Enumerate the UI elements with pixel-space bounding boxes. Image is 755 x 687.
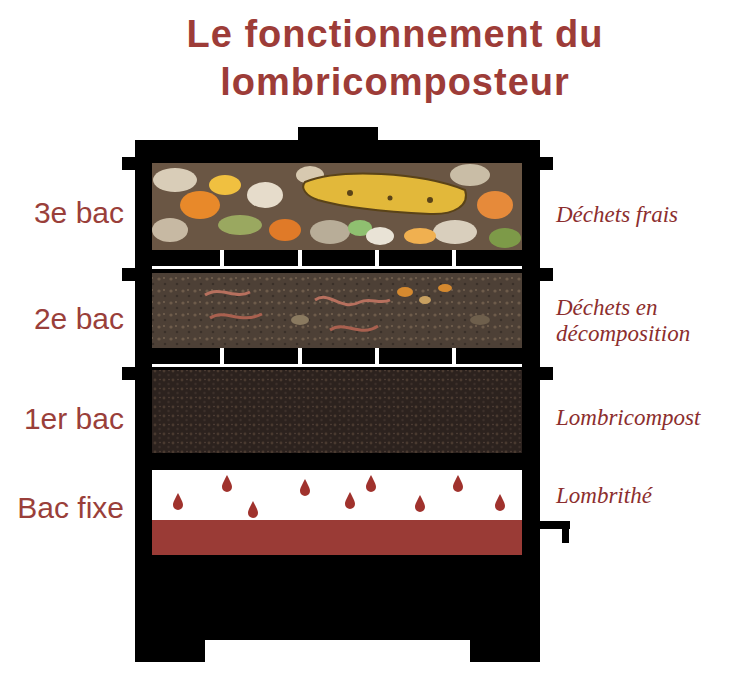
- tray-content-label: Lombrithé: [556, 483, 748, 509]
- tray-content-label: Déchets en décomposition: [556, 295, 748, 347]
- tray-band: 2e bacDéchets en décomposition: [152, 273, 522, 348]
- tray-band: 3e bacDéchets frais: [152, 163, 522, 250]
- tray-band: Bac fixeLombrithé: [152, 473, 522, 555]
- tray-name: Bac fixe: [6, 491, 124, 525]
- title: Le fonctionnement du lombricomposteur: [155, 10, 635, 106]
- tray-content-label: Déchets frais: [556, 202, 748, 228]
- tray-content-label: Lombricompost: [556, 405, 748, 431]
- tray-name: 1er bac: [6, 402, 124, 436]
- tray-name: 3e bac: [6, 196, 124, 230]
- tray-name: 2e bac: [6, 302, 124, 336]
- tray-band: 1er bacLombricompost: [152, 370, 522, 453]
